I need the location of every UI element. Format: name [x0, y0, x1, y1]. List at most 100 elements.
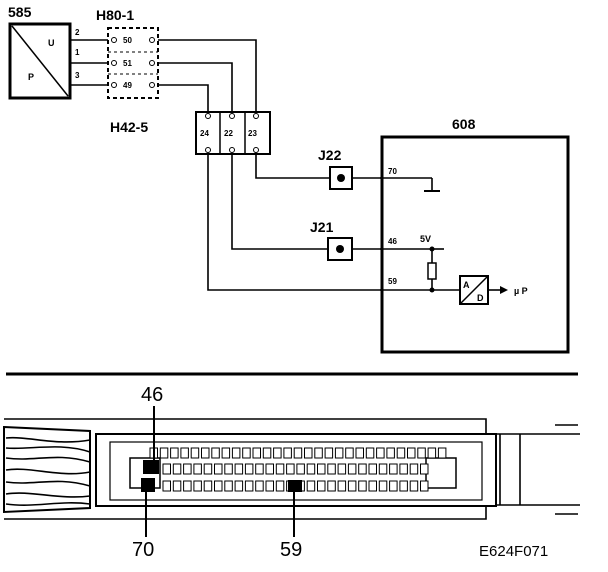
- callout-70: 70: [132, 539, 154, 561]
- connector-pin: [190, 447, 200, 459]
- h80-pin-49: 49: [123, 81, 132, 90]
- connector-pin: [347, 480, 357, 492]
- connector-view: 46 70 59: [3, 384, 580, 561]
- connector-pin: [304, 447, 313, 459]
- connector-pin: [183, 463, 192, 475]
- figure-code: E624F071: [479, 543, 548, 560]
- connector-pin: [306, 463, 316, 475]
- connector-pin: [265, 480, 274, 492]
- connector-pin: [437, 447, 447, 459]
- connector-pin: [255, 480, 264, 492]
- sensor-id-label: 585: [8, 4, 32, 20]
- harness-bundle: [3, 425, 91, 514]
- connector-pin: [221, 447, 231, 459]
- connector-pin: [368, 480, 377, 492]
- j21-id-label: J21: [310, 219, 334, 235]
- h42-pin-24: 24: [200, 129, 209, 138]
- connector-pin: [407, 447, 416, 459]
- pin-grid: [149, 447, 447, 492]
- junction-j21: J21: [310, 219, 353, 261]
- connector-pin: [306, 480, 316, 492]
- connector-pin: [389, 463, 398, 475]
- supply-5v-label: 5V: [420, 234, 431, 244]
- connector-pin: [234, 463, 244, 475]
- h80-pin-51: 51: [123, 59, 132, 68]
- h80-h42-wires: [158, 39, 257, 112]
- pin-70-marker: [141, 478, 155, 492]
- connector-pin: [317, 463, 326, 475]
- connector-pin: [427, 447, 437, 459]
- connector-pin: [409, 480, 419, 492]
- connector-pin: [255, 463, 264, 475]
- connector-pin: [386, 447, 395, 459]
- h42-pin-22: 22: [224, 129, 233, 138]
- connector-pin: [180, 447, 189, 459]
- connector-pin: [203, 480, 213, 492]
- connector-pin: [244, 480, 254, 492]
- connector-pin: [337, 480, 347, 492]
- connector-pin: [224, 463, 233, 475]
- connector-pin: [273, 447, 282, 459]
- sensor-diagonal: [11, 25, 69, 97]
- connector-pin: [368, 463, 377, 475]
- connector-pin: [265, 463, 274, 475]
- connector-pin: [162, 463, 171, 475]
- connector-pin: [275, 480, 285, 492]
- connector-pin: [317, 480, 326, 492]
- connector-pin: [286, 463, 295, 475]
- ground-icon: [424, 178, 440, 192]
- connector-pin: [420, 463, 429, 475]
- connector-pin: [389, 480, 398, 492]
- ecu-608: 608 70 46 59 5V A D µ P: [380, 116, 570, 354]
- sensor-pin-2: 2: [75, 28, 80, 37]
- adc-block: A D: [459, 275, 489, 305]
- connector-pin: [252, 447, 261, 459]
- callout-59: 59: [280, 539, 302, 561]
- connector-pin: [355, 447, 364, 459]
- connector-pin: [203, 463, 213, 475]
- connector-pin: [224, 480, 233, 492]
- connector-pin: [337, 463, 347, 475]
- connector-pin: [327, 480, 336, 492]
- connector-pin: [296, 463, 305, 475]
- connector-pin: [347, 463, 357, 475]
- connector-pin: [399, 463, 408, 475]
- ecu-pin-46: 46: [388, 237, 397, 246]
- ecu-body: [380, 135, 570, 354]
- connector-pin: [409, 463, 419, 475]
- pin-46-marker: [143, 460, 159, 474]
- connector-pin: [172, 463, 182, 475]
- sensor-u-label: U: [48, 38, 55, 48]
- ecu-pin-70: 70: [388, 167, 397, 176]
- connector-pin: [396, 447, 406, 459]
- callout-46: 46: [141, 384, 163, 406]
- connector-pin: [420, 480, 429, 492]
- adc-d-label: D: [477, 293, 484, 303]
- micro-label: µ P: [514, 286, 528, 296]
- connector-pin: [231, 447, 241, 459]
- sensor-585: 585 U P 2 1 3: [8, 4, 80, 100]
- h80-pin-50: 50: [123, 36, 132, 45]
- connector-pin: [358, 480, 367, 492]
- connector-pin: [334, 447, 344, 459]
- connector-pin: [376, 447, 385, 459]
- connector-pin: [172, 480, 182, 492]
- connector-pin: [417, 447, 426, 459]
- connector-pin: [170, 447, 179, 459]
- j22-id-label: J22: [318, 147, 342, 163]
- connector-pin: [358, 463, 367, 475]
- connector-pin: [159, 447, 169, 459]
- h42-body: [195, 111, 271, 155]
- connector-pin: [183, 480, 192, 492]
- sensor-wires: [70, 39, 110, 86]
- junction-j22: J22: [318, 147, 353, 190]
- sensor-pin-1: 1: [75, 48, 80, 57]
- connector-pin: [283, 447, 292, 459]
- connector-pin: [162, 480, 171, 492]
- connector-pin: [324, 447, 334, 459]
- pin-59-marker: [288, 480, 302, 492]
- sensor-pin-3: 3: [75, 71, 80, 80]
- connector-pin: [242, 447, 251, 459]
- adc-a-label: A: [463, 280, 470, 290]
- connector-pin: [201, 447, 210, 459]
